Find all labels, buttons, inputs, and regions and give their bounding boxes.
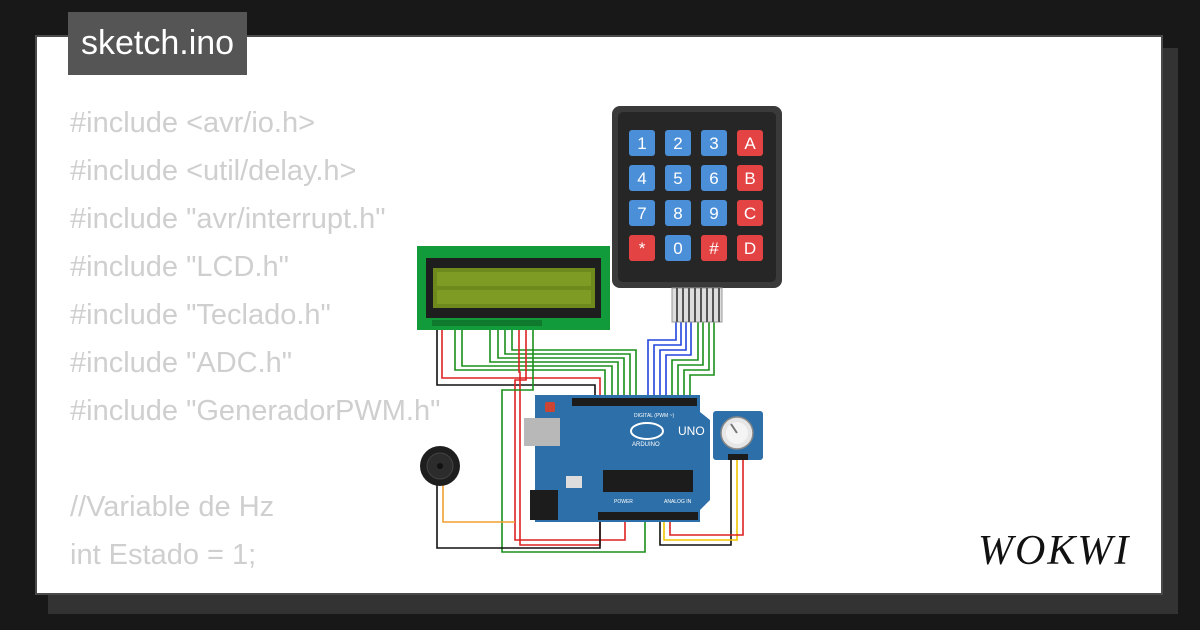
keypad-key bbox=[665, 200, 691, 226]
wokwi-logo-text: WOKWI bbox=[978, 528, 1130, 574]
keypad-key bbox=[629, 165, 655, 191]
arduino-digital-label: DIGITAL (PWM ~) bbox=[634, 413, 674, 419]
keypad-key bbox=[665, 130, 691, 156]
filename-tab[interactable]: sketch.ino bbox=[68, 12, 248, 75]
arduino-model-label: UNO bbox=[678, 424, 705, 438]
keypad-key bbox=[665, 165, 691, 191]
wokwi-logo: WOKWI bbox=[978, 528, 1130, 574]
code-line: #include "avr/interrupt.h" bbox=[70, 203, 386, 235]
arduino-analog-label: ANALOG IN bbox=[664, 499, 692, 505]
keypad-key-label: 7 bbox=[637, 204, 646, 223]
code-line: #include "ADC.h" bbox=[70, 347, 293, 379]
keypad-key-label: 2 bbox=[673, 134, 682, 153]
keypad-key-label: D bbox=[744, 239, 756, 258]
keypad-key bbox=[665, 235, 691, 261]
keypad-key bbox=[701, 235, 727, 261]
code-line: #include "Teclado.h" bbox=[70, 299, 331, 331]
keypad-key bbox=[629, 130, 655, 156]
code-line: #include <avr/io.h> bbox=[70, 107, 316, 139]
code-line: #include <util/delay.h> bbox=[70, 155, 357, 187]
keypad-key-label: B bbox=[744, 169, 755, 188]
code-line: #include "LCD.h" bbox=[70, 251, 289, 283]
code-line bbox=[70, 435, 440, 483]
keypad-key bbox=[737, 165, 763, 191]
lcd-display bbox=[417, 246, 610, 330]
keypad-key-label: C bbox=[744, 204, 756, 223]
keypad-key-label: 3 bbox=[709, 134, 718, 153]
wires bbox=[436, 320, 744, 553]
keypad-key-label: 8 bbox=[673, 204, 682, 223]
keypad-key-label: 5 bbox=[673, 169, 682, 188]
keypad-key bbox=[629, 200, 655, 226]
keypad-key bbox=[701, 165, 727, 191]
keypad-key-label: 1 bbox=[637, 134, 646, 153]
keypad-key-label: * bbox=[639, 239, 646, 258]
keypad-key bbox=[737, 130, 763, 156]
keypad: 1 2 3 A 4 5 6 B 7 8 9 C * 0 # D bbox=[612, 106, 782, 323]
keypad-key bbox=[701, 200, 727, 226]
keypad-key-label: 4 bbox=[637, 169, 646, 188]
keypad-key bbox=[701, 130, 727, 156]
keypad-key-label: 0 bbox=[673, 239, 682, 258]
potentiometer bbox=[713, 411, 763, 460]
keypad-key bbox=[629, 235, 655, 261]
keypad-key bbox=[737, 200, 763, 226]
code-preview: #include <avr/io.h> #include <util/delay… bbox=[70, 99, 440, 579]
code-line: int Estado = 1; bbox=[70, 539, 257, 571]
keypad-key-label: # bbox=[709, 239, 719, 258]
keypad-key-label: 9 bbox=[709, 204, 718, 223]
arduino-brand-label: ARDUINO bbox=[632, 442, 660, 448]
keypad-key bbox=[737, 235, 763, 261]
arduino-power-label: POWER bbox=[614, 499, 633, 505]
arduino-uno-board: UNO ARDUINO DIGITAL (PWM ~) ANALOG IN PO… bbox=[524, 395, 710, 522]
keypad-key-label: 6 bbox=[709, 169, 718, 188]
code-line: #include "GeneradorPWM.h" bbox=[70, 395, 441, 427]
buzzer bbox=[420, 446, 460, 486]
code-line: //Variable de Hz bbox=[70, 491, 275, 523]
keypad-key-label: A bbox=[744, 134, 756, 153]
